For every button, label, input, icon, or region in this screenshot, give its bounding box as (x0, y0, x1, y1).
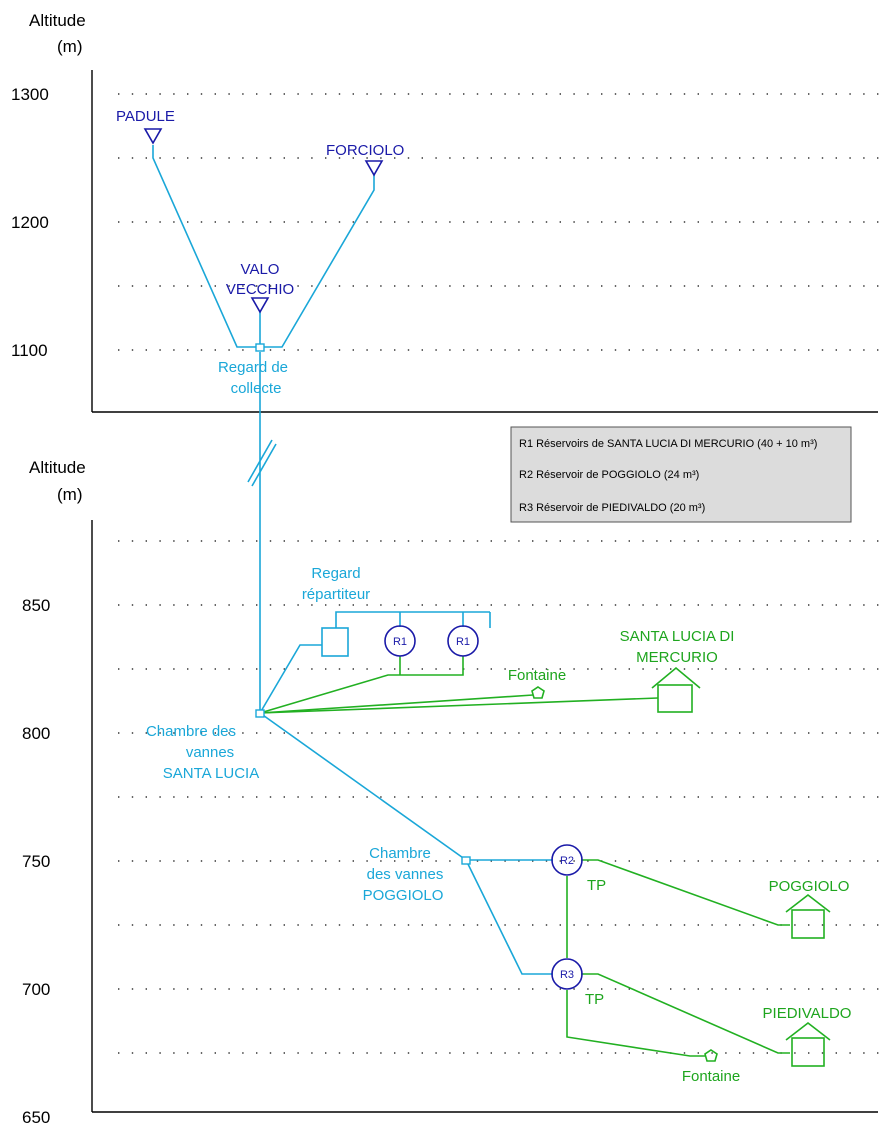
village-santa-lucia-line2: MERCURIO (636, 649, 718, 666)
chambre-poggiolo-node (461, 856, 471, 865)
poggiolo-service (566, 859, 790, 1057)
reservoir-r1-b: R1 (447, 625, 479, 657)
tick-800: 800 (22, 724, 50, 743)
source-markers (143, 128, 384, 314)
source-valo-line2: VECCHIO (226, 281, 294, 298)
piedivaldo-house-icon (785, 1021, 831, 1067)
tick-1200: 1200 (11, 213, 49, 232)
fontaine-top-label: Fontaine (508, 667, 566, 684)
tick-750: 750 (22, 852, 50, 871)
top-axis-label-line1: Altitude (29, 11, 86, 30)
village-piedivaldo: PIEDIVALDO (763, 1005, 852, 1022)
legend-item-r1: R1 Réservoirs de SANTA LUCIA DI MERCURIO… (519, 438, 817, 450)
fontaine-top-icon (531, 686, 545, 699)
santa-lucia-house-icon (651, 666, 701, 713)
village-poggiolo: POGGIOLO (769, 878, 850, 895)
r1-b-label: R1 (456, 636, 470, 648)
tick-850: 850 (22, 596, 50, 615)
top-axis: Altitude (m) 1300 1200 1100 (11, 11, 878, 413)
legend: R1 Réservoirs de SANTA LUCIA DI MERCURIO… (510, 426, 852, 523)
forciolo-triangle-icon (364, 160, 384, 177)
chambre-pg-line1: Chambre (369, 845, 431, 862)
chambre-pg-line3: POGGIOLO (363, 887, 444, 904)
regard-collecte-line2: collecte (231, 380, 282, 397)
santa-lucia-pipes (259, 611, 491, 861)
top-axis-label-line2: (m) (57, 37, 82, 56)
r1-a-label: R1 (393, 636, 407, 648)
regard-repartiteur-line2: répartiteur (302, 586, 370, 603)
regard-collecte-line1: Regard de (218, 359, 288, 376)
reservoir-r2: R2 (551, 844, 583, 876)
collection-pipes (152, 145, 375, 710)
village-santa-lucia-line1: SANTA LUCIA DI (620, 628, 735, 645)
chambre-sl-line2: vannes (186, 744, 234, 761)
chambre-sl-line1: Chambre des (146, 723, 236, 740)
tp-label-2: TP (585, 991, 604, 1008)
top-gridlines (118, 93, 880, 351)
santa-lucia-service (259, 656, 659, 714)
r3-label: R3 (560, 969, 574, 981)
r2-label: R2 (560, 855, 574, 867)
tick-1100: 1100 (11, 341, 48, 360)
regard-repartiteur-line1: Regard (311, 565, 360, 582)
fontaine-bottom-icon (704, 1049, 718, 1062)
bottom-gridlines (118, 540, 880, 1054)
tp-label-1: TP (587, 877, 606, 894)
bottom-axis: Altitude (m) 850 800 750 700 650 (22, 458, 878, 1127)
reservoir-r1-a: R1 (384, 625, 416, 657)
chambre-sl-line3: SANTA LUCIA (163, 765, 259, 782)
source-valo-line1: VALO (241, 261, 280, 278)
legend-item-r3: R3 Réservoir de PIEDIVALDO (20 m³) (519, 502, 705, 514)
poggiolo-house-icon (785, 893, 831, 939)
source-padule: PADULE (116, 108, 175, 125)
bottom-axis-label-line2: (m) (57, 485, 82, 504)
valo-vecchio-triangle-icon (250, 297, 270, 314)
tick-1300: 1300 (11, 85, 49, 104)
regard-repartiteur-box (321, 627, 349, 657)
legend-item-r2: R2 Réservoir de POGGIOLO (24 m³) (519, 469, 699, 481)
source-forciolo: FORCIOLO (326, 142, 404, 159)
fontaine-bottom-label: Fontaine (682, 1068, 740, 1085)
chambre-santa-lucia-node (255, 709, 265, 718)
padule-triangle-icon (143, 128, 163, 145)
poggiolo-pipes (465, 859, 553, 975)
tick-650: 650 (22, 1108, 50, 1127)
bottom-axis-label-line1: Altitude (29, 458, 86, 477)
regard-collecte-node (255, 343, 265, 352)
reservoir-r3: R3 (551, 958, 583, 990)
chambre-pg-line2: des vannes (367, 866, 444, 883)
tick-700: 700 (22, 980, 50, 999)
